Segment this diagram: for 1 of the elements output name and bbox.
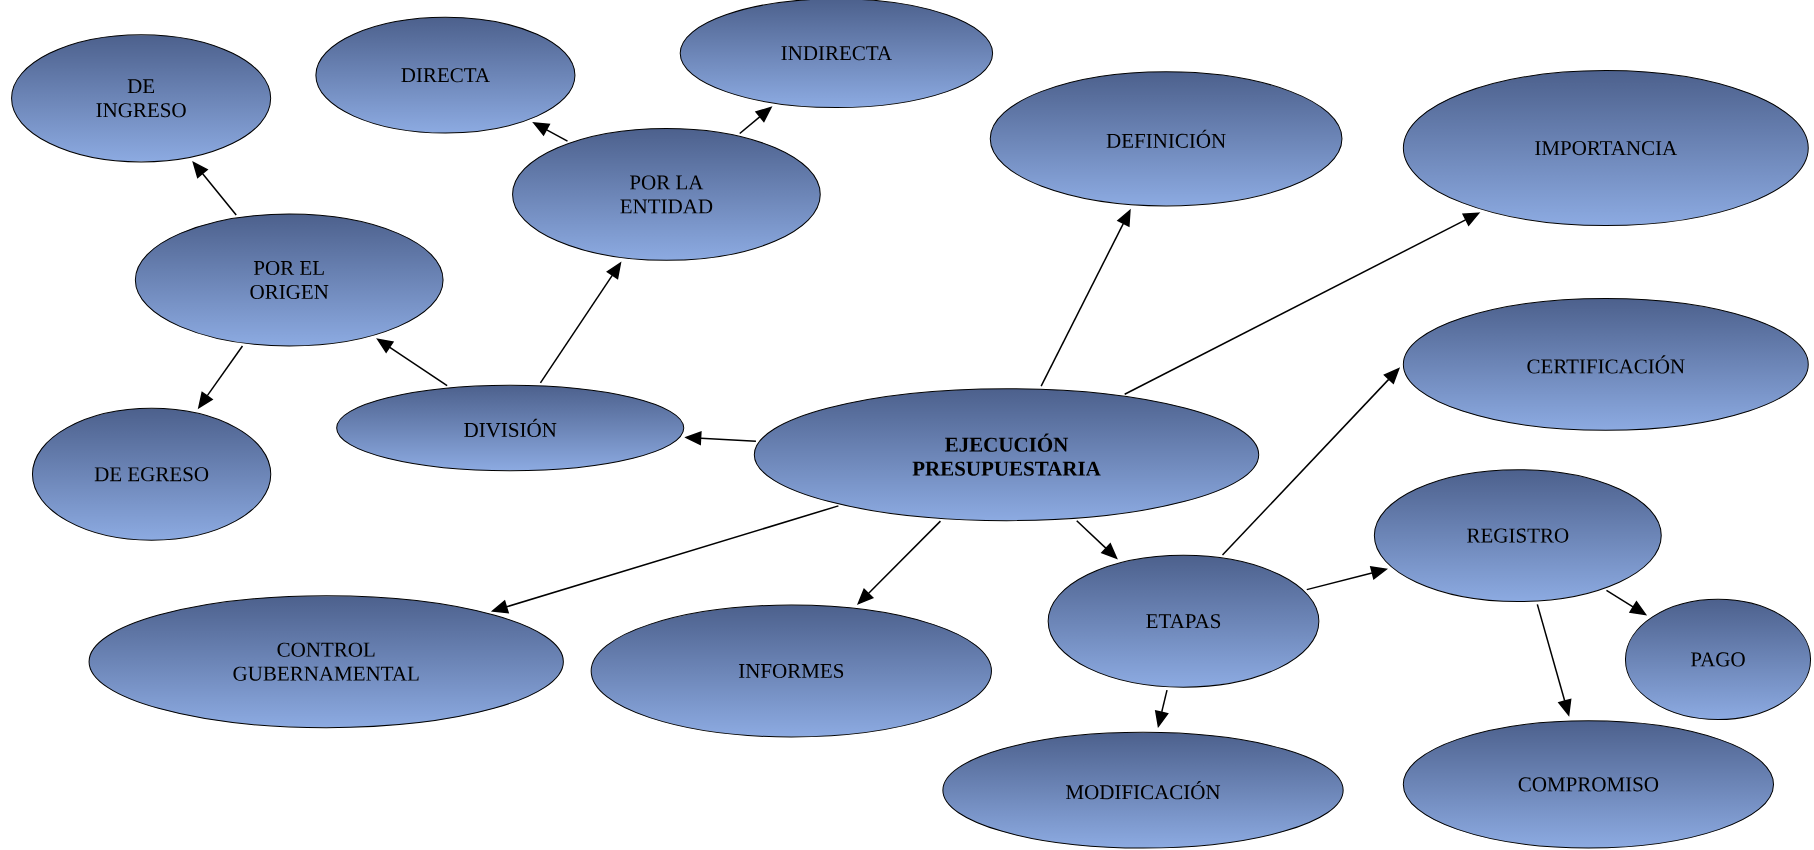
arrow xyxy=(376,338,448,387)
